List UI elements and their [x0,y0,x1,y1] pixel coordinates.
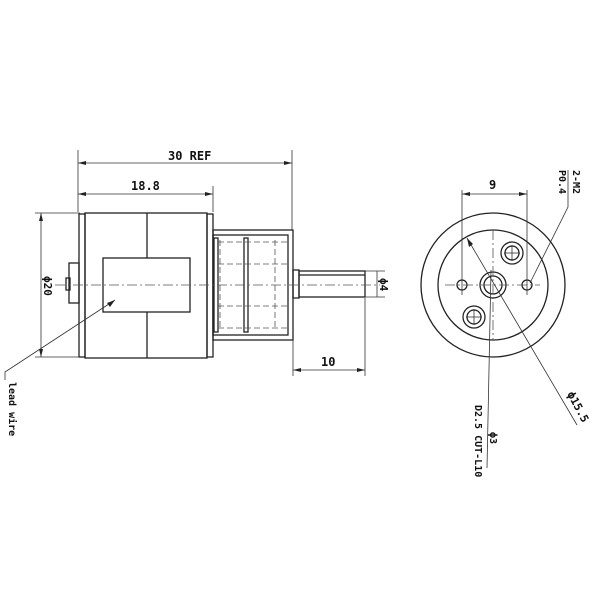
body-length-label: 18.8 [131,179,160,193]
rear-bushing [65,277,71,291]
output-shaft [298,270,366,298]
screw-bottom [462,305,486,329]
shaft-diameter-label: ϕ4 [377,278,390,292]
body-end-ring [78,213,86,358]
screw-top [500,241,524,265]
outer-flange [420,212,566,358]
lead-wire-label: lead wire [6,382,18,436]
thread-label: 2-M2 [570,170,581,194]
shaft-cut-label: D2.5 CUT-L10 [472,405,483,477]
pitch-circle-label: ϕ15.5 [564,389,591,424]
body-front-ring [206,213,214,358]
side-view: 30 REF 18.8 ϕ20 ϕ4 10 lead wire [4,149,390,436]
shaft-length-label: 10 [321,355,335,369]
hole-spacing-label: 9 [489,178,496,192]
thread-pitch-label: P0.4 [556,170,567,194]
shaft-diameter-end-label: ϕ3 [487,432,498,444]
body-diameter-label: ϕ20 [41,276,54,296]
end-view: 9 2-M2 P0.4 ϕ15.5 ϕ3 D2.5 CUT-L10 [420,170,591,477]
overall-length-label: 30 REF [168,149,211,163]
